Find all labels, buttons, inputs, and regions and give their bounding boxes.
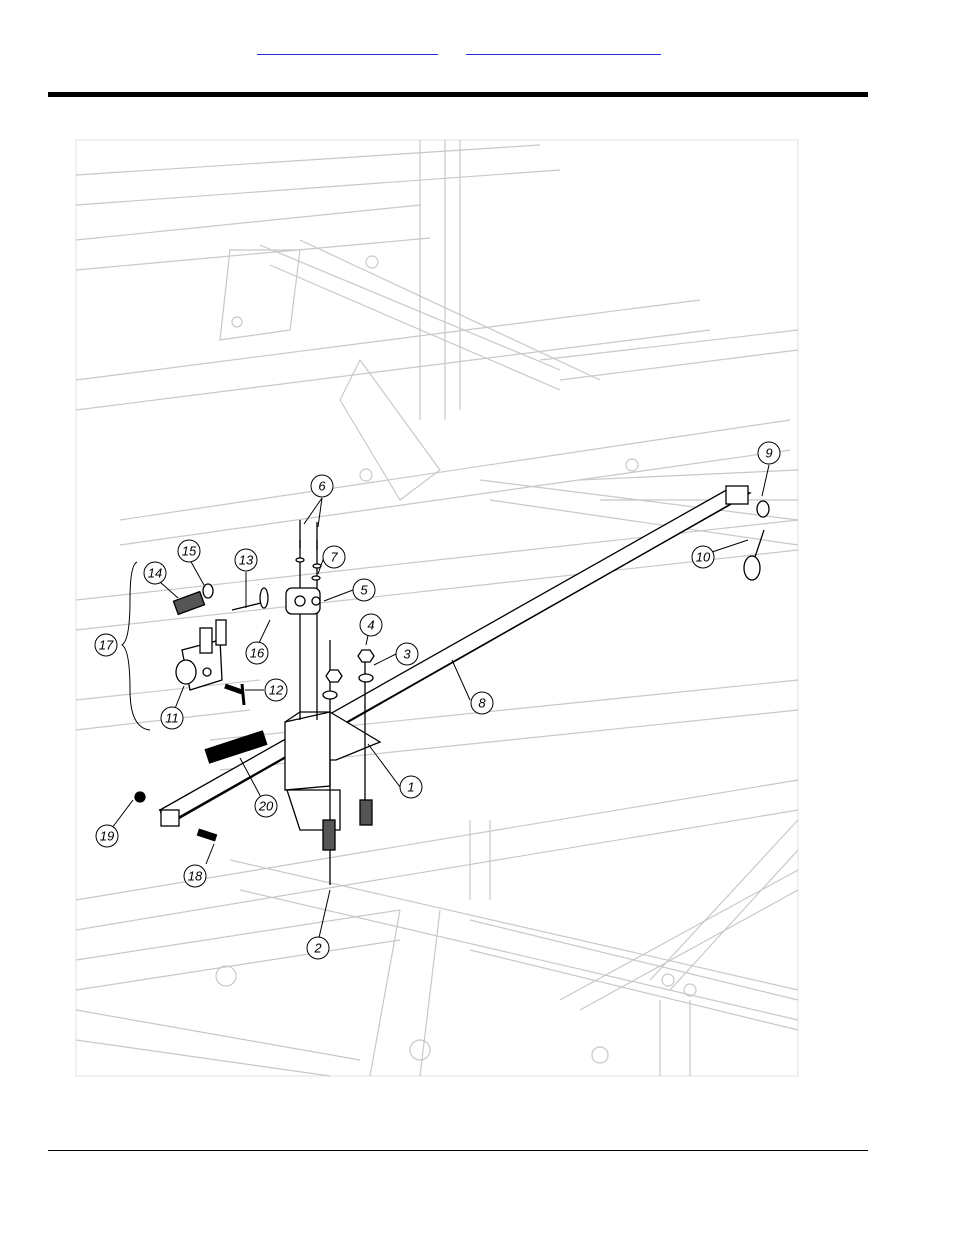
callout-15: 15 xyxy=(178,540,200,562)
callout-8: 8 xyxy=(471,692,493,714)
hitch-assembly xyxy=(135,486,769,885)
svg-text:17: 17 xyxy=(99,638,114,653)
callout-17: 17 xyxy=(95,634,117,656)
svg-text:6: 6 xyxy=(318,479,326,494)
footer-rule xyxy=(48,1150,868,1151)
callout-1: 1 xyxy=(400,776,422,798)
svg-text:20: 20 xyxy=(258,799,274,814)
callout-4: 4 xyxy=(360,614,382,636)
callout-14: 14 xyxy=(144,562,166,584)
callout-2: 2 xyxy=(307,937,329,959)
callout-19: 19 xyxy=(96,825,118,847)
svg-text:7: 7 xyxy=(330,550,338,565)
svg-text:9: 9 xyxy=(765,446,772,461)
svg-text:15: 15 xyxy=(182,544,197,559)
callout-20: 20 xyxy=(255,795,277,817)
svg-text:3: 3 xyxy=(403,647,411,662)
svg-text:8: 8 xyxy=(478,696,486,711)
svg-text:14: 14 xyxy=(148,566,162,581)
svg-text:10: 10 xyxy=(696,550,711,565)
callout-18: 18 xyxy=(184,865,206,887)
svg-text:5: 5 xyxy=(360,583,368,598)
svg-text:13: 13 xyxy=(239,553,254,568)
svg-text:4: 4 xyxy=(367,618,374,633)
callout-13: 13 xyxy=(235,549,257,571)
svg-text:19: 19 xyxy=(100,829,114,844)
callout-6: 6 xyxy=(311,475,333,497)
callout-16: 16 xyxy=(246,642,268,664)
svg-text:16: 16 xyxy=(250,646,265,661)
callout-12: 12 xyxy=(265,679,287,701)
svg-text:12: 12 xyxy=(269,683,284,698)
callout-11: 11 xyxy=(161,707,183,729)
callout-7: 7 xyxy=(323,546,345,568)
svg-text:18: 18 xyxy=(188,869,203,884)
callout-10: 10 xyxy=(692,546,714,568)
svg-text:1: 1 xyxy=(407,780,414,795)
callout-9: 9 xyxy=(758,442,780,464)
svg-text:2: 2 xyxy=(313,941,322,956)
svg-text:11: 11 xyxy=(165,711,179,726)
callout-5: 5 xyxy=(353,579,375,601)
callout-3: 3 xyxy=(396,643,418,665)
